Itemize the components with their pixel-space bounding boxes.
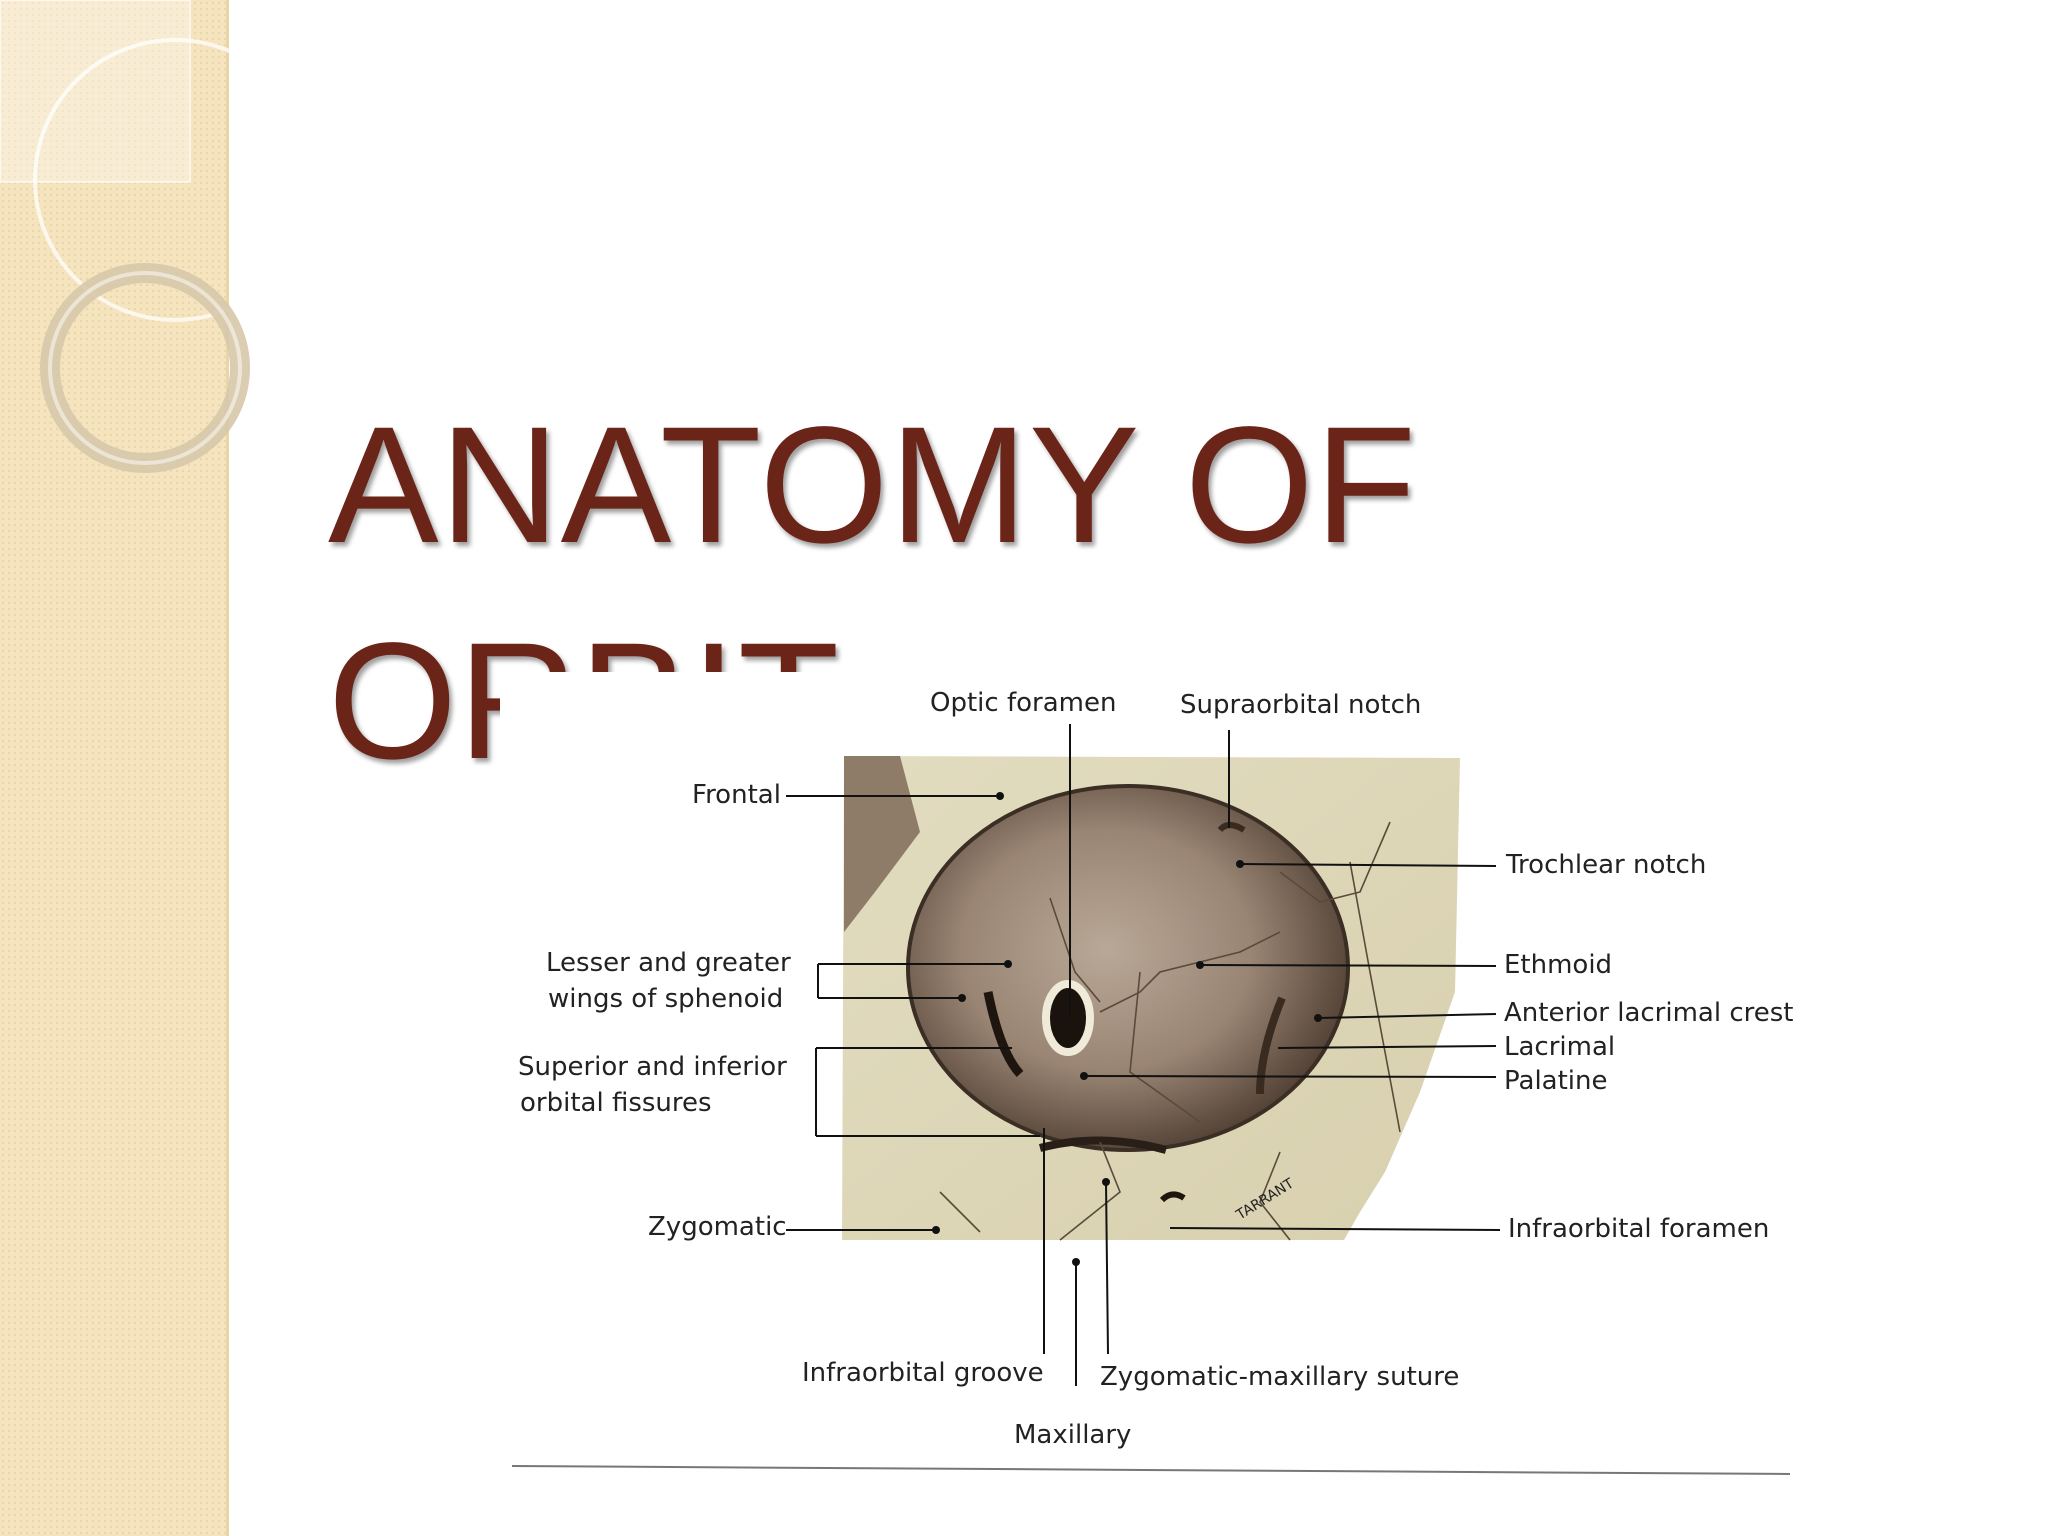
label-ethmoid: Ethmoid	[1504, 950, 1613, 980]
label-optic-foramen: Optic foramen	[930, 688, 1117, 718]
decorative-rings	[0, 0, 300, 473]
suture-lines	[939, 821, 1401, 1241]
infraorbital-foramen-mark	[1159, 1191, 1186, 1203]
label-trochlear-notch: Trochlear notch	[1506, 850, 1707, 880]
label-zygomatic: Zygomatic	[648, 1212, 787, 1242]
label-lacrimal: Lacrimal	[1504, 1032, 1616, 1062]
orbit-illustration: TARRANT	[511, 724, 1791, 1475]
leader-lines	[786, 724, 1501, 1386]
label-infraorbital-foramen: Infraorbital foramen	[1508, 1214, 1770, 1244]
label-maxillary: Maxillary	[1014, 1420, 1132, 1450]
deco-square	[0, 0, 191, 183]
figure-bottom-rule	[511, 1465, 1791, 1475]
orbit-rim	[906, 784, 1350, 1152]
orbit-cavity	[908, 786, 1348, 1150]
shadow-left	[844, 756, 920, 932]
superior-orbital-fissure	[983, 991, 1024, 1078]
label-infraorbital-groove: Infraorbital groove	[802, 1358, 1044, 1388]
orbit-figure: TARRANT	[500, 672, 1800, 1484]
deco-ring-small-highlight	[48, 271, 242, 465]
decorative-sidebar	[0, 0, 228, 1536]
label-sphenoid-wings-line2: wings of sphenoid	[548, 984, 784, 1014]
label-orbital-fissures-line1: Superior and inferior	[518, 1052, 787, 1082]
label-frontal: Frontal	[692, 780, 781, 810]
label-sphenoid-wings-line1: Lesser and greater	[546, 948, 791, 978]
label-anterior-lacrimal-crest: Anterior lacrimal crest	[1504, 998, 1794, 1028]
label-palatine: Palatine	[1504, 1066, 1608, 1096]
leader-dots	[932, 792, 1322, 1266]
deco-ring-large	[33, 38, 300, 322]
optic-foramen	[1042, 980, 1094, 1056]
label-zygomatic-maxillary-suture: Zygomatic-maxillary suture	[1100, 1362, 1460, 1392]
label-orbital-fissures-line2: orbital fissures	[520, 1088, 712, 1118]
inferior-orbital-fissure	[1038, 1136, 1168, 1154]
lacrimal-fossa	[1256, 996, 1286, 1095]
sidebar-edge	[226, 0, 229, 1536]
label-supraorbital-notch: Supraorbital notch	[1180, 690, 1422, 720]
